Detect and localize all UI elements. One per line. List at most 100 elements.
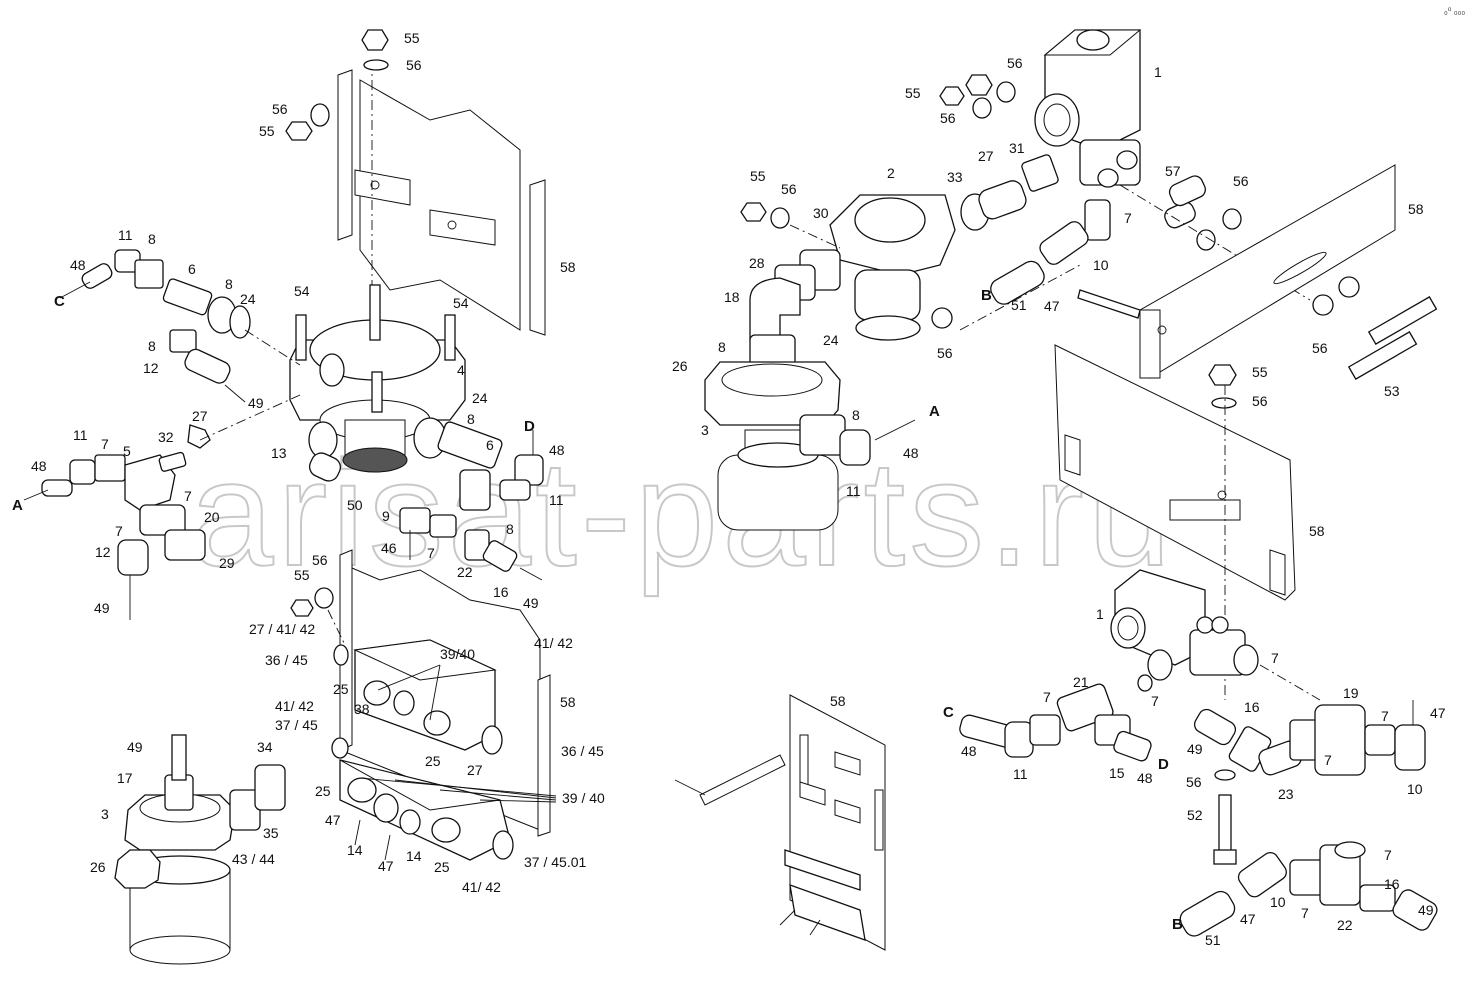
callout-c93: 47 <box>1044 298 1060 314</box>
callout-c65: 35 <box>263 825 279 841</box>
nuts-55-56-top-right <box>939 74 1016 119</box>
callout-c29: 7 <box>184 488 192 504</box>
callout-c124: 10 <box>1407 781 1423 797</box>
callout-c79: 31 <box>1009 140 1025 156</box>
callout-c60: 17 <box>117 770 133 786</box>
callout-c133: 51 <box>1205 932 1221 948</box>
callout-c68: 43 / 44 <box>232 851 275 867</box>
callout-c5: 58 <box>560 259 576 275</box>
callout-c42: 49 <box>523 595 539 611</box>
callout-c91: 18 <box>724 289 740 305</box>
callout-c82: 57 <box>1165 163 1181 179</box>
callout-c20: 27 <box>192 408 208 424</box>
pressure-reducer-3-lower <box>114 734 286 965</box>
corner-mark: ₀⁰ ₀₀₀ <box>1444 6 1465 16</box>
callout-c88: 7 <box>1124 210 1132 226</box>
callout-c98: 26 <box>672 358 688 374</box>
callout-c10: 8 <box>225 276 233 292</box>
callout-c25: 48 <box>31 458 47 474</box>
callout-c77: 56 <box>940 110 956 126</box>
callout-c39: 7 <box>427 545 435 561</box>
callout-c92: 51 <box>1011 297 1027 313</box>
callout-c50: 25 <box>333 681 349 697</box>
valve-block-lower <box>331 737 514 861</box>
callout-c35: 8 <box>506 521 514 537</box>
callout-c96: 24 <box>823 332 839 348</box>
bracket-58-upper-right <box>1139 164 1396 379</box>
callout-c114: 47 <box>1430 705 1446 721</box>
port-letter-pC2: C <box>943 704 954 721</box>
overview-panel-58 <box>674 694 886 951</box>
callout-c27: 6 <box>486 437 494 453</box>
callout-c40: 22 <box>457 564 473 580</box>
watermark-text: arisat-parts.ru <box>190 429 1175 597</box>
callout-c28: 48 <box>549 442 565 458</box>
callout-c87: 30 <box>813 205 829 221</box>
callout-c105: 11 <box>846 483 861 499</box>
callout-c107: 1 <box>1096 606 1104 622</box>
relay-valve-4 <box>289 284 466 473</box>
callout-c3: 56 <box>272 101 288 117</box>
callout-c59: 34 <box>257 739 273 755</box>
callout-c94: 56 <box>1312 340 1328 356</box>
callout-c36: 12 <box>95 544 111 560</box>
callout-c89: 28 <box>749 255 765 271</box>
callout-c64: 47 <box>325 812 341 828</box>
callout-c1: 55 <box>404 30 420 46</box>
tee-21-chain <box>959 683 1152 762</box>
bracket-58-lower-right <box>1054 344 1296 601</box>
callout-c34: 11 <box>549 492 564 508</box>
callout-c53: 38 <box>354 701 370 717</box>
callout-c66: 14 <box>347 842 363 858</box>
callout-c131: 7 <box>1301 905 1309 921</box>
callout-c7: 8 <box>148 231 156 247</box>
callout-c111: 7 <box>1151 693 1159 709</box>
callout-c12: 8 <box>148 338 156 354</box>
nut-56-left <box>740 202 953 329</box>
callout-c24: 5 <box>123 443 131 459</box>
callout-c16: 54 <box>453 295 469 311</box>
callout-c112: 7 <box>1043 689 1051 705</box>
callout-c14: 49 <box>248 395 264 411</box>
middle-left-fitting-chain <box>23 424 211 620</box>
callout-c74: 1 <box>1154 64 1162 80</box>
callout-c62: 39 / 40 <box>562 790 605 806</box>
callout-c4: 55 <box>259 123 275 139</box>
port-letter-pD2: D <box>1158 756 1169 773</box>
callout-c54: 37 / 45 <box>275 717 318 733</box>
left-mounting-bracket <box>337 69 546 336</box>
callout-c86: 58 <box>1408 201 1424 217</box>
callout-c41: 16 <box>493 584 509 600</box>
callout-c121: 56 <box>1186 774 1202 790</box>
port-letter-pB1: B <box>981 287 992 304</box>
callout-c125: 52 <box>1187 807 1203 823</box>
callout-c129: 10 <box>1270 894 1286 910</box>
pressure-regulator-3-upper <box>704 361 916 531</box>
callout-c83: 56 <box>1233 173 1249 189</box>
callout-c109: 21 <box>1073 674 1089 690</box>
callout-c99: 55 <box>1252 364 1268 380</box>
callout-c30: 20 <box>204 509 220 525</box>
callout-c102: 8 <box>852 407 860 423</box>
callout-c69: 26 <box>90 859 106 875</box>
callout-c116: 49 <box>1187 741 1203 757</box>
solenoid-valve-1-top <box>1034 29 1142 241</box>
port-letter-pA1: A <box>12 497 23 514</box>
callout-c48: 39/40 <box>440 646 475 662</box>
port-letter-pD1: D <box>524 418 535 435</box>
callout-c22: 7 <box>101 436 109 452</box>
callout-c15: 54 <box>294 283 310 299</box>
nut-55-top <box>361 29 389 71</box>
callout-c122: 7 <box>1324 752 1332 768</box>
callout-c76: 55 <box>905 85 921 101</box>
callout-c81: 33 <box>947 169 963 185</box>
callout-c32: 50 <box>347 497 363 513</box>
callout-c115: 7 <box>1381 708 1389 724</box>
callout-c134: 58 <box>830 693 846 709</box>
callout-c46: 27 / 41/ 42 <box>249 621 315 637</box>
valve-block-upper <box>333 639 503 755</box>
tee-22-chain-bottom <box>1179 841 1438 937</box>
